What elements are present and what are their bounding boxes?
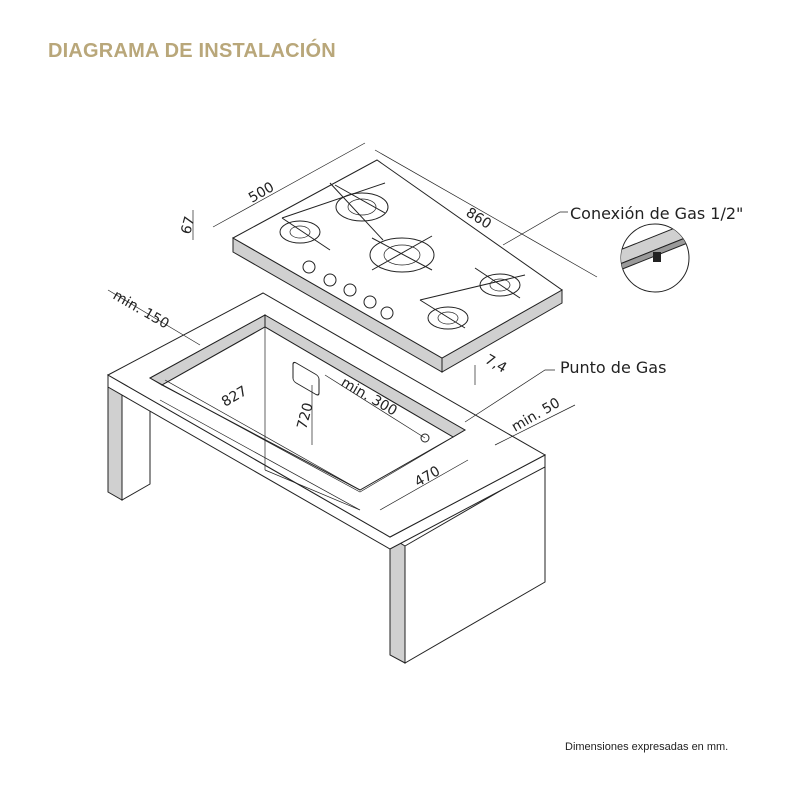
knob[interactable] [323,273,337,287]
units-note: Dimensiones expresadas en mm. [565,741,729,753]
electrical-socket-icon [292,361,320,396]
control-knobs [302,260,394,320]
dim-min-back: min. 150 [110,288,172,333]
knob[interactable] [363,295,377,309]
knob[interactable] [302,260,316,274]
countertop [106,292,547,664]
knob[interactable] [343,283,357,297]
dim-glass: 7,4 [482,352,509,377]
label-gas-point: Punto de Gas [560,358,666,377]
dim-floor-height: 720 [294,401,316,431]
page-title: DIAGRAMA DE INSTALACIÓN [48,40,336,62]
grates [281,182,526,329]
dim-height: 67 [178,215,198,236]
gas-connection-detail [620,223,690,293]
dim-depth: 500 [246,179,277,206]
knob[interactable] [380,306,394,320]
label-gas-connection: Conexión de Gas 1/2" [570,204,743,223]
dimension-lines [107,142,598,511]
burners [279,192,521,330]
cooktop [231,159,563,373]
